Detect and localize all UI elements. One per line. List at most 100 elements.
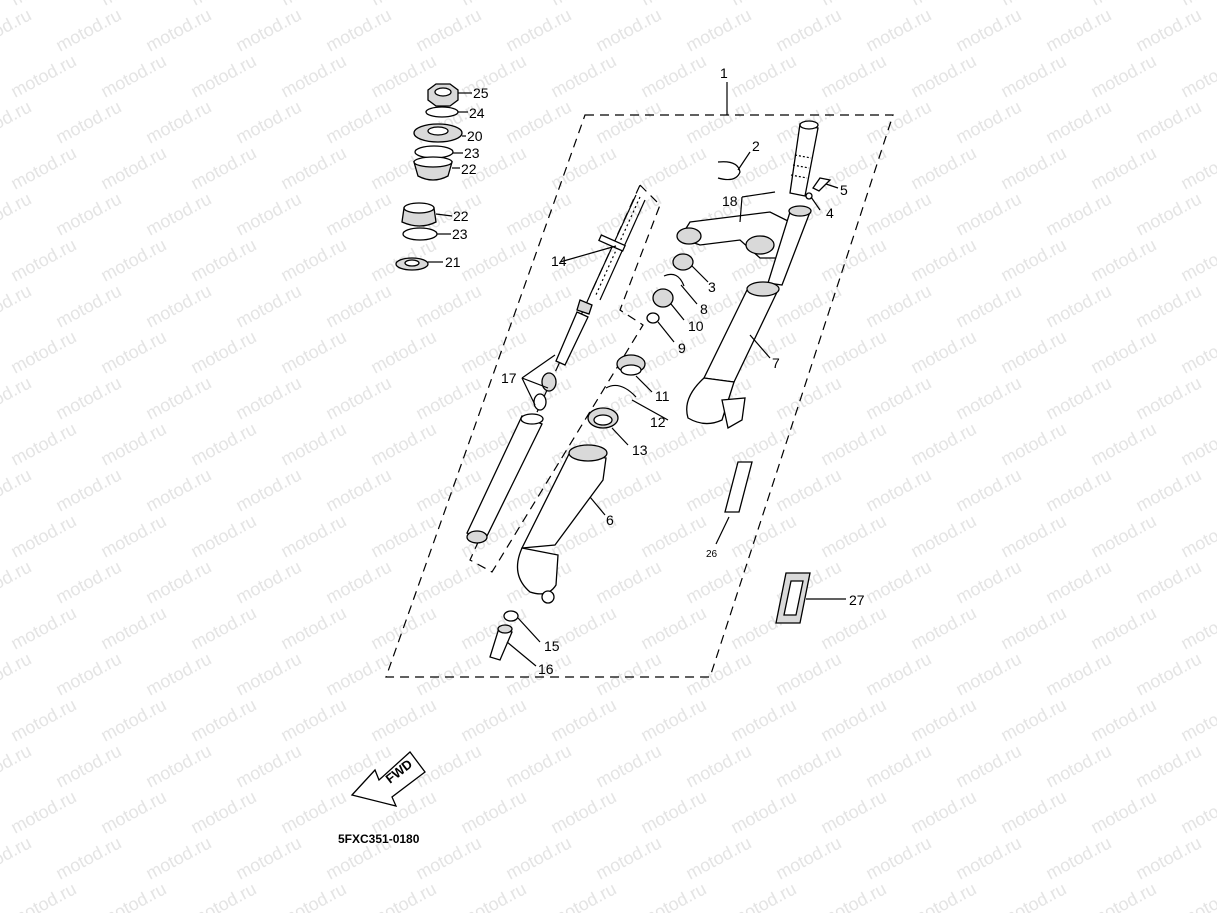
callout-12: 12 [650, 414, 666, 430]
watermark-text: motod.ru [817, 879, 889, 913]
part-10-piston[interactable] [652, 288, 674, 308]
watermark-text: motod.ru [727, 51, 799, 102]
watermark-text: motod.ru [7, 695, 79, 746]
part-4-washer[interactable] [805, 192, 813, 200]
watermark-text: motod.ru [7, 235, 79, 286]
watermark-text: motod.ru [52, 833, 124, 884]
part-23b-bearing[interactable] [402, 227, 438, 241]
watermark-text: motod.ru [412, 741, 484, 792]
watermark-text: motod.ru [187, 787, 259, 838]
watermark-text: motod.ru [862, 465, 934, 516]
watermark-text: motod.ru [592, 649, 664, 700]
watermark-text: motod.ru [1042, 833, 1114, 884]
watermark-text: motod.ru [187, 695, 259, 746]
watermark-text: motod.ru [367, 511, 439, 562]
watermark-text: motod.ru [7, 511, 79, 562]
part-23a-bearing[interactable] [414, 145, 454, 159]
watermark-text: motod.ru [187, 511, 259, 562]
watermark-text: motod.ru [52, 189, 124, 240]
watermark-text: motod.ru [187, 235, 259, 286]
callout-11: 11 [655, 388, 670, 404]
watermark-text: motod.ru [862, 741, 934, 792]
watermark-text: motod.ru [952, 373, 1024, 424]
watermark-text: motod.ru [457, 787, 529, 838]
part-14-spring[interactable] [589, 194, 646, 301]
callout-6: 6 [606, 512, 614, 528]
watermark-text: motod.ru [7, 51, 79, 102]
watermark-text: motod.ru [322, 649, 394, 700]
part-3-bushing[interactable] [672, 253, 694, 271]
watermark-text: motod.ru [952, 189, 1024, 240]
watermark-text: motod.ru [997, 235, 1069, 286]
part-24-washer[interactable] [425, 106, 459, 118]
watermark-text: motod.ru [142, 649, 214, 700]
watermark-text: motod.ru [547, 51, 619, 102]
watermark-text: motod.ru [7, 419, 79, 470]
callout-16: 16 [538, 661, 554, 677]
watermark-text: motod.ru [1042, 649, 1114, 700]
watermark-text: motod.ru [1132, 5, 1204, 56]
watermark-text: motod.ru [142, 373, 214, 424]
watermark-text: motod.ru [0, 281, 35, 332]
watermark-text: motod.ru [772, 373, 844, 424]
watermark-text: motod.ru [142, 465, 214, 516]
watermark-text: motod.ru [0, 833, 35, 884]
callout-labels: 1 2 5 4 18 3 8 10 9 7 14 17 11 12 13 6 1… [445, 65, 865, 677]
watermark-text: motod.ru [1042, 5, 1114, 56]
watermark-text: motod.ru [97, 511, 169, 562]
watermark-text: motod.ru [1132, 97, 1204, 148]
watermark-text: motod.ru [1042, 557, 1114, 608]
part-5-bolt[interactable] [812, 177, 832, 192]
watermark-text: motod.ru [592, 281, 664, 332]
watermark-text: motod.ru [817, 511, 889, 562]
watermark-text: motod.ru [727, 695, 799, 746]
watermark-text: motod.ru [1087, 327, 1159, 378]
part-26-label[interactable] [724, 461, 753, 513]
watermark-text: motod.ru [1087, 879, 1159, 913]
callout-3: 3 [708, 279, 716, 295]
watermark-text: motod.ru [232, 97, 304, 148]
watermark-text: motod.ru [502, 189, 574, 240]
part-12-clip[interactable] [605, 384, 637, 398]
watermark-text: motod.ru [1177, 0, 1217, 10]
watermark-text: motod.ru [322, 465, 394, 516]
part-8-clip[interactable] [663, 273, 685, 287]
watermark-text: motod.ru [0, 97, 35, 148]
callout-24: 24 [469, 105, 485, 121]
watermark-text: motod.ru [0, 5, 35, 56]
watermark-text: motod.ru [52, 741, 124, 792]
watermark-text: motod.ru [1132, 281, 1204, 332]
watermark-text: motod.ru [52, 373, 124, 424]
watermark-text: motod.ru [772, 465, 844, 516]
watermark-text: motod.ru [1042, 281, 1114, 332]
watermark-text: motod.ru [1087, 695, 1159, 746]
watermark-text: motod.ru [907, 51, 979, 102]
watermark-text: motod.ru [7, 603, 79, 654]
watermark-text: motod.ru [1132, 649, 1204, 700]
callout-27: 27 [849, 592, 865, 608]
watermark-text: motod.ru [592, 97, 664, 148]
part-17-damper-rod[interactable] [533, 299, 593, 411]
part-27-reflector[interactable] [775, 572, 846, 624]
watermark-text: motod.ru [142, 741, 214, 792]
callout-7: 7 [772, 355, 780, 371]
watermark-text: motod.ru [277, 511, 349, 562]
watermark-text: motod.ru [1132, 741, 1204, 792]
watermark-text: motod.ru [232, 373, 304, 424]
watermark-text: motod.ru [997, 511, 1069, 562]
part-9-ring[interactable] [646, 312, 660, 324]
part-15-washer[interactable] [503, 610, 519, 622]
watermark-text: motod.ru [952, 649, 1024, 700]
watermark-text: motod.ru [817, 327, 889, 378]
callout-5: 5 [840, 182, 848, 198]
watermark-text: motod.ru [1177, 327, 1217, 378]
part-2-circlip[interactable] [717, 161, 741, 181]
watermark-text: motod.ru [682, 649, 754, 700]
callout-1: 1 [720, 65, 728, 81]
watermark-text: motod.ru [1087, 603, 1159, 654]
watermark-text: motod.ru [952, 465, 1024, 516]
watermark-text: motod.ru [637, 603, 709, 654]
watermark-text: motod.ru [772, 649, 844, 700]
watermark-text: motod.ru [457, 235, 529, 286]
watermark-text: motod.ru [1177, 603, 1217, 654]
